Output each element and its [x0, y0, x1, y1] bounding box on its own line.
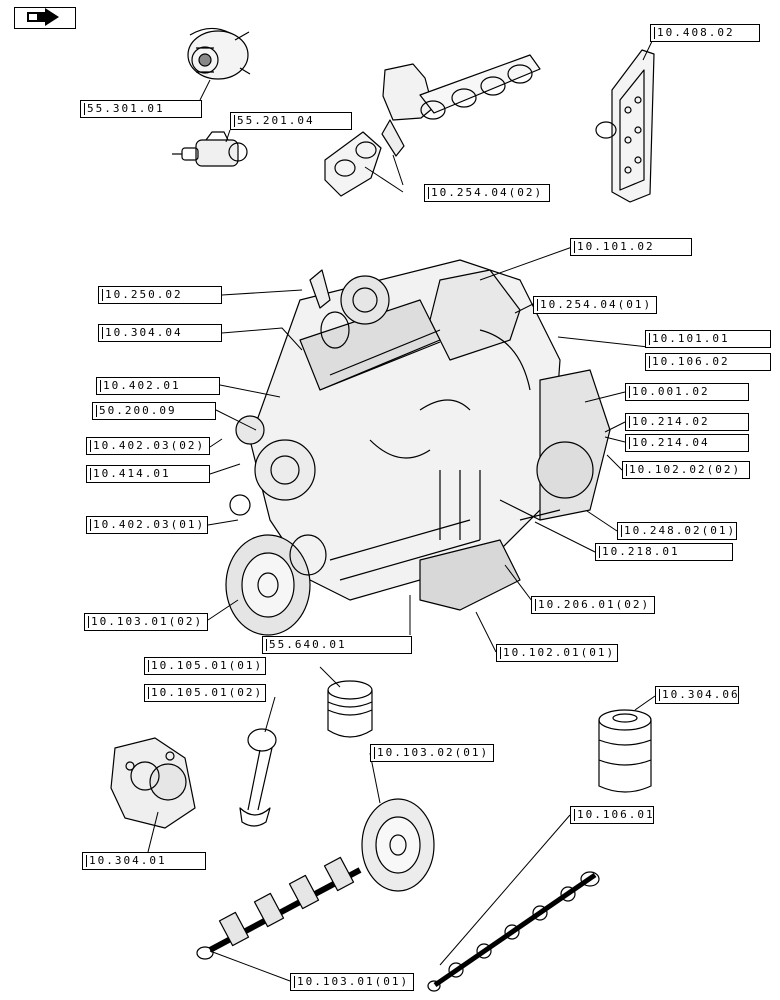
part-label-10-102-01-01[interactable]: 10.102.01(01)	[496, 644, 618, 662]
part-label-10-101-02[interactable]: 10.101.02	[570, 238, 692, 256]
part-label-10-218-01[interactable]: 10.218.01	[595, 543, 733, 561]
part-label-10-414-01[interactable]: 10.414.01	[86, 465, 210, 483]
part-label-10-101-01[interactable]: 10.101.01	[645, 330, 771, 348]
part-label-10-102-02-02[interactable]: 10.102.02(02)	[622, 461, 750, 479]
part-label-10-304-04[interactable]: 10.304.04	[98, 324, 222, 342]
connecting-rod-drawing	[239, 728, 277, 827]
part-label-55-301-01[interactable]: 55.301.01	[80, 100, 202, 118]
exhaust-manifold-drawing	[324, 54, 541, 197]
part-label-10-001-02[interactable]: 10.001.02	[625, 383, 749, 401]
part-label-10-250-02[interactable]: 10.250.02	[98, 286, 222, 304]
part-label-10-214-04[interactable]: 10.214.04	[625, 434, 749, 452]
alternator-drawing	[187, 27, 251, 80]
part-label-10-105-01-01[interactable]: 10.105.01(01)	[144, 657, 266, 675]
part-label-10-408-02[interactable]: 10.408.02	[650, 24, 760, 42]
piston-drawing	[327, 680, 373, 738]
part-label-10-248-02-01[interactable]: 10.248.02(01)	[617, 522, 737, 540]
part-label-10-304-01[interactable]: 10.304.01	[82, 852, 206, 870]
starter-motor-drawing	[172, 131, 248, 167]
forward-nav-button[interactable]	[14, 7, 76, 29]
part-label-10-402-03-01[interactable]: 10.402.03(01)	[86, 516, 208, 534]
leader-lines	[147, 34, 656, 982]
part-label-10-103-02-01[interactable]: 10.103.02(01)	[370, 744, 494, 762]
crankshaft-drawing	[196, 856, 362, 960]
part-label-10-254-04-01[interactable]: 10.254.04(01)	[533, 296, 657, 314]
oil-cooler-cover-drawing	[595, 49, 655, 203]
flywheel-drawing	[361, 798, 435, 892]
forward-arrow-icon	[27, 8, 59, 26]
part-label-10-106-02[interactable]: 10.106.02	[645, 353, 771, 371]
part-label-10-304-06[interactable]: 10.304.06	[655, 686, 739, 704]
part-label-55-640-01[interactable]: 55.640.01	[262, 636, 412, 654]
part-label-10-103-01-01[interactable]: 10.103.01(01)	[290, 973, 414, 991]
oil-pump-drawing	[110, 737, 196, 829]
part-label-55-201-04[interactable]: 55.201.04	[230, 112, 352, 130]
part-label-10-214-02[interactable]: 10.214.02	[625, 413, 749, 431]
oil-filter-drawing	[598, 709, 652, 793]
part-label-10-254-04-02[interactable]: 10.254.04(02)	[424, 184, 550, 202]
part-label-10-103-01-02[interactable]: 10.103.01(02)	[84, 613, 208, 631]
camshaft-drawing	[427, 871, 600, 992]
part-label-10-402-03-02[interactable]: 10.402.03(02)	[86, 437, 210, 455]
part-label-10-106-01[interactable]: 10.106.01	[570, 806, 654, 824]
part-label-50-200-09[interactable]: 50.200.09	[92, 402, 216, 420]
part-label-10-206-01-02[interactable]: 10.206.01(02)	[531, 596, 655, 614]
part-label-10-402-01[interactable]: 10.402.01	[96, 377, 220, 395]
engine-assembly-drawing	[225, 259, 611, 636]
part-label-10-105-01-02[interactable]: 10.105.01(02)	[144, 684, 266, 702]
